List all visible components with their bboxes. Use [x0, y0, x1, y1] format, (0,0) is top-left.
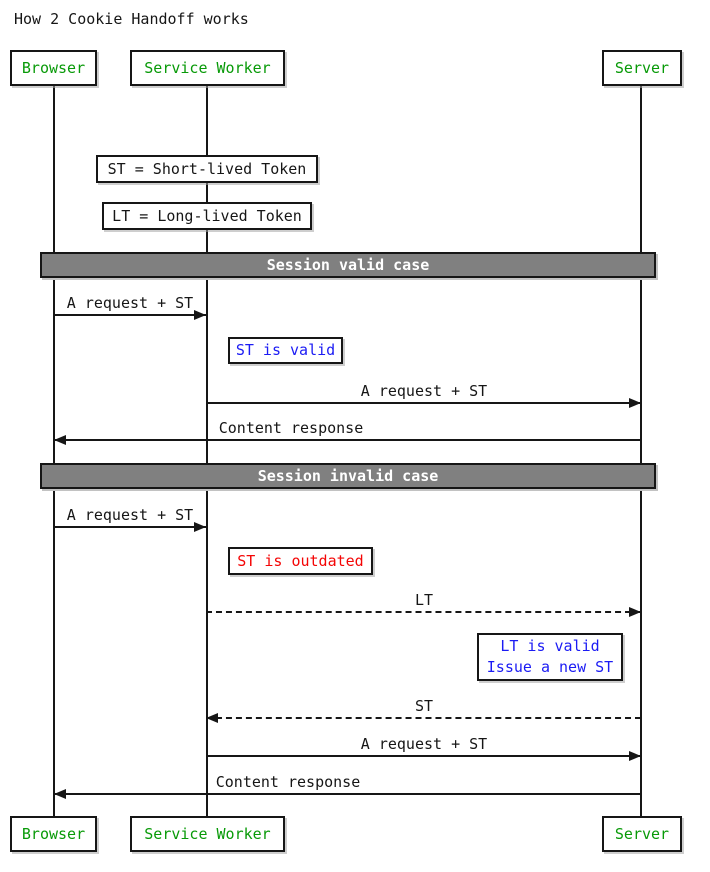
- message-label: LT: [414, 591, 434, 609]
- message-label: Content response: [218, 419, 364, 437]
- message-line: [206, 402, 641, 404]
- message-label: ST: [414, 697, 434, 715]
- diagram-title: How 2 Cookie Handoff works: [14, 10, 249, 28]
- message-label: A request + ST: [360, 382, 488, 400]
- participant-label: Server: [614, 825, 670, 843]
- participant-label: Browser: [21, 59, 86, 77]
- participant-browser-bottom: Browser: [10, 816, 97, 852]
- message-line: [206, 611, 641, 613]
- participant-label: Browser: [21, 825, 86, 843]
- lifeline-server: [640, 86, 642, 816]
- message-label: A request + ST: [360, 735, 488, 753]
- note-text: LT = Long-lived Token: [112, 206, 302, 225]
- note-lt-valid: LT is valid Issue a new ST: [477, 633, 623, 681]
- participant-service-worker-top: Service Worker: [130, 50, 285, 86]
- note-text-line2: Issue a new ST: [486, 658, 614, 676]
- message-line: [54, 793, 641, 795]
- message-line: [54, 314, 206, 316]
- note-lt-definition: LT = Long-lived Token: [102, 202, 312, 230]
- participant-label: Service Worker: [144, 825, 271, 843]
- message-line: [206, 755, 641, 757]
- arrowhead-icon: [206, 713, 218, 723]
- note-st-outdated: ST is outdated: [228, 547, 373, 575]
- arrowhead-icon: [629, 751, 641, 761]
- lifeline-browser: [53, 86, 55, 816]
- arrowhead-icon: [629, 607, 641, 617]
- participant-browser-top: Browser: [10, 50, 97, 86]
- participant-server-top: Server: [602, 50, 682, 86]
- lifeline-service-worker: [206, 86, 208, 816]
- participant-service-worker-bottom: Service Worker: [130, 816, 285, 852]
- participant-server-bottom: Server: [602, 816, 682, 852]
- divider-session-invalid: Session invalid case: [40, 463, 656, 489]
- arrowhead-icon: [194, 522, 206, 532]
- participant-label: Service Worker: [144, 59, 271, 77]
- note-text-line1: LT is valid: [500, 637, 600, 655]
- message-label: A request + ST: [66, 506, 194, 524]
- note-text: ST = Short-lived Token: [107, 159, 307, 178]
- message-label: Content response: [215, 773, 361, 791]
- arrowhead-icon: [54, 435, 66, 445]
- message-label: A request + ST: [66, 294, 194, 312]
- arrowhead-icon: [54, 789, 66, 799]
- arrowhead-icon: [629, 398, 641, 408]
- divider-label: Session invalid case: [257, 467, 439, 485]
- message-line: [206, 717, 641, 719]
- note-st-valid: ST is valid: [228, 337, 343, 364]
- note-st-definition: ST = Short-lived Token: [96, 155, 318, 183]
- note-text: ST is outdated: [237, 551, 364, 570]
- message-line: [54, 526, 206, 528]
- arrowhead-icon: [194, 310, 206, 320]
- message-line: [54, 439, 641, 441]
- note-text: ST is valid: [235, 341, 336, 359]
- divider-session-valid: Session valid case: [40, 252, 656, 278]
- participant-label: Server: [614, 59, 670, 77]
- divider-label: Session valid case: [266, 256, 430, 274]
